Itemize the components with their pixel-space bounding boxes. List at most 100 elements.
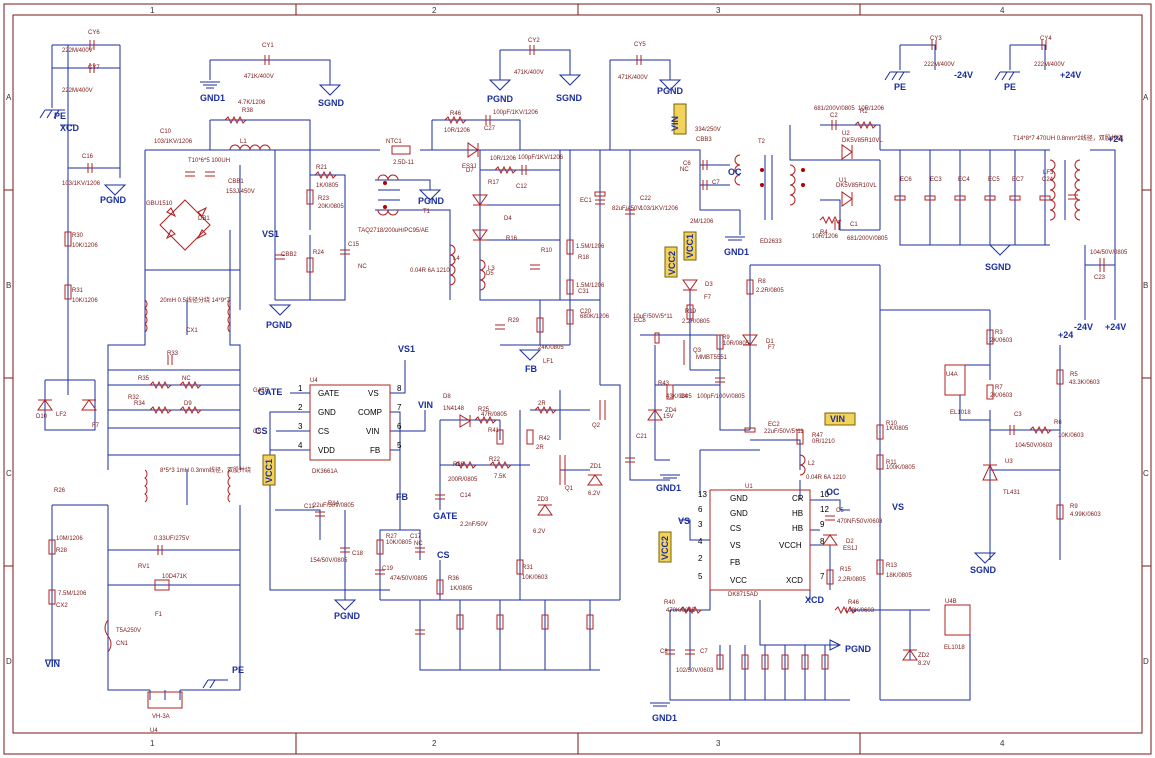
component-label: 22uF/50V/5*11 — [764, 429, 804, 435]
net-pe-b: PE — [232, 665, 244, 675]
component-label: R5 — [1070, 372, 1078, 378]
component-label: T1 — [423, 209, 431, 215]
net-pos24-a: +24 — [1108, 134, 1123, 144]
u4-pin-vs: VS — [368, 389, 379, 398]
component-label: R7 — [995, 385, 1003, 391]
component-label: MMBT5551 — [696, 355, 728, 361]
component-label: C7 — [700, 649, 708, 655]
component-label: 222M/400V — [62, 48, 93, 54]
component-label: T10*6*5 100UH — [188, 158, 230, 164]
net-cs-a: CS — [255, 426, 268, 436]
net-pe-d: PE — [1004, 82, 1016, 92]
component-label: R42 — [539, 436, 551, 442]
component-label: 2M/1206 — [690, 219, 714, 225]
component-label: 10K/1206 — [72, 298, 98, 304]
component-label: T5A250V — [116, 628, 141, 634]
component-label: CY7 — [88, 65, 100, 71]
component-label: Q2 — [592, 423, 601, 429]
u1-ref: U1 — [745, 484, 753, 490]
net-pos24-b: +24 — [1058, 330, 1073, 340]
component-label: R33 — [167, 351, 179, 357]
component-label: U2 — [842, 131, 850, 137]
u4-pin-fb: FB — [370, 446, 380, 455]
component-label: R9 — [1070, 504, 1078, 510]
outer-frame — [3, 3, 1152, 755]
component-label: 10R/0805 — [723, 341, 750, 347]
component-label: C8 — [660, 649, 668, 655]
component-label: DB1 — [198, 216, 210, 222]
component-label: EL1018 — [950, 410, 971, 416]
component-label: C1 — [850, 222, 858, 228]
net-oc-b: OC — [826, 487, 840, 497]
component-label: RV1 — [138, 564, 150, 570]
net-gate-a: GATE — [258, 387, 282, 397]
wires — [44, 44, 1116, 701]
component-label: D8 — [443, 394, 451, 400]
component-label: R11 — [886, 460, 897, 466]
net-pgnd-b: PGND — [657, 86, 684, 96]
component-label: ZD2 — [918, 653, 930, 659]
component-label: R46 — [450, 111, 462, 117]
component-label: R26 — [453, 462, 465, 468]
component-label: L2 — [808, 461, 815, 467]
component-label: ED2633 — [760, 239, 782, 245]
component-label: L4 — [453, 256, 460, 262]
svg-text:13: 13 — [698, 490, 707, 499]
component-label: R2 — [860, 109, 868, 115]
net-sgnd-b: SGND — [556, 93, 583, 103]
component-label: R14 — [328, 501, 340, 507]
component-label: R31 — [72, 288, 84, 294]
component-label: 20mH 0.5线径分绕 14*9*7 — [160, 296, 230, 304]
net-flags — [262, 103, 856, 563]
svg-text:FB: FB — [730, 558, 740, 567]
component-label: NC — [358, 264, 367, 270]
component-label: 100pF/100V/0805 — [697, 394, 745, 400]
svg-text:CR: CR — [792, 494, 804, 503]
component-label: GATE — [253, 388, 269, 394]
component-label: 82uF/450V — [612, 206, 641, 212]
net-vin-flag-b: VIN — [830, 414, 845, 424]
component-label: R19 — [685, 309, 697, 315]
component-label: R34 — [134, 401, 146, 407]
component-label: R4 — [820, 230, 828, 236]
net-pe-c: PE — [894, 82, 906, 92]
component-label: 43.3K/0603 — [1069, 380, 1100, 386]
net-pgnd-c: PGND — [418, 196, 445, 206]
component-label: 0R/1210 — [812, 439, 835, 445]
component-label: CN1 — [116, 641, 129, 647]
svg-text:VCC: VCC — [730, 576, 747, 585]
component-label: 24K/0805 — [538, 345, 564, 351]
net-gnd1-a: GND1 — [200, 93, 225, 103]
component-label: 100pF/1KV/1206 — [518, 155, 564, 161]
component-label: TL431 — [1003, 490, 1021, 496]
svg-text:HB: HB — [792, 509, 803, 518]
component-label: C18 — [352, 551, 364, 557]
component-label: C4 — [680, 394, 688, 400]
component-label: R6 — [1054, 420, 1062, 426]
component-label: C31 — [578, 289, 590, 295]
net-neg24-top: -24V — [954, 70, 973, 80]
component-label: 0.04R 6A 1210 — [806, 475, 846, 481]
net-vin-b: VIN — [45, 659, 60, 669]
resistor-symbols — [48, 115, 1064, 670]
zone-row-c-left: C — [6, 469, 12, 478]
svg-text:12: 12 — [820, 505, 829, 514]
component-label: C16 — [82, 154, 94, 160]
ic-pin-labels: U4 DK3661A GATE GND CS VDD VS COMP VIN F… — [298, 378, 829, 598]
component-label: C19 — [382, 566, 394, 572]
component-label: LF3 — [1043, 170, 1054, 176]
component-label: C20 — [580, 309, 592, 315]
net-vcc1-flag-a: VCC1 — [685, 234, 695, 258]
component-label: R27 — [386, 534, 398, 540]
component-label: 2K/0603 — [990, 338, 1013, 344]
component-label: 100K/0805 — [886, 465, 916, 471]
component-label: 104/50V/0603 — [1015, 443, 1053, 449]
component-label: 153J/450V — [226, 189, 255, 195]
component-label: 10M/1206 — [56, 536, 83, 542]
component-label: CBB2 — [281, 252, 297, 258]
u4-pin-gnd: GND — [318, 408, 336, 417]
component-label: U3 — [1005, 459, 1013, 465]
component-label: 8.2V — [918, 661, 930, 667]
component-label: 47R/0805 — [481, 412, 508, 418]
